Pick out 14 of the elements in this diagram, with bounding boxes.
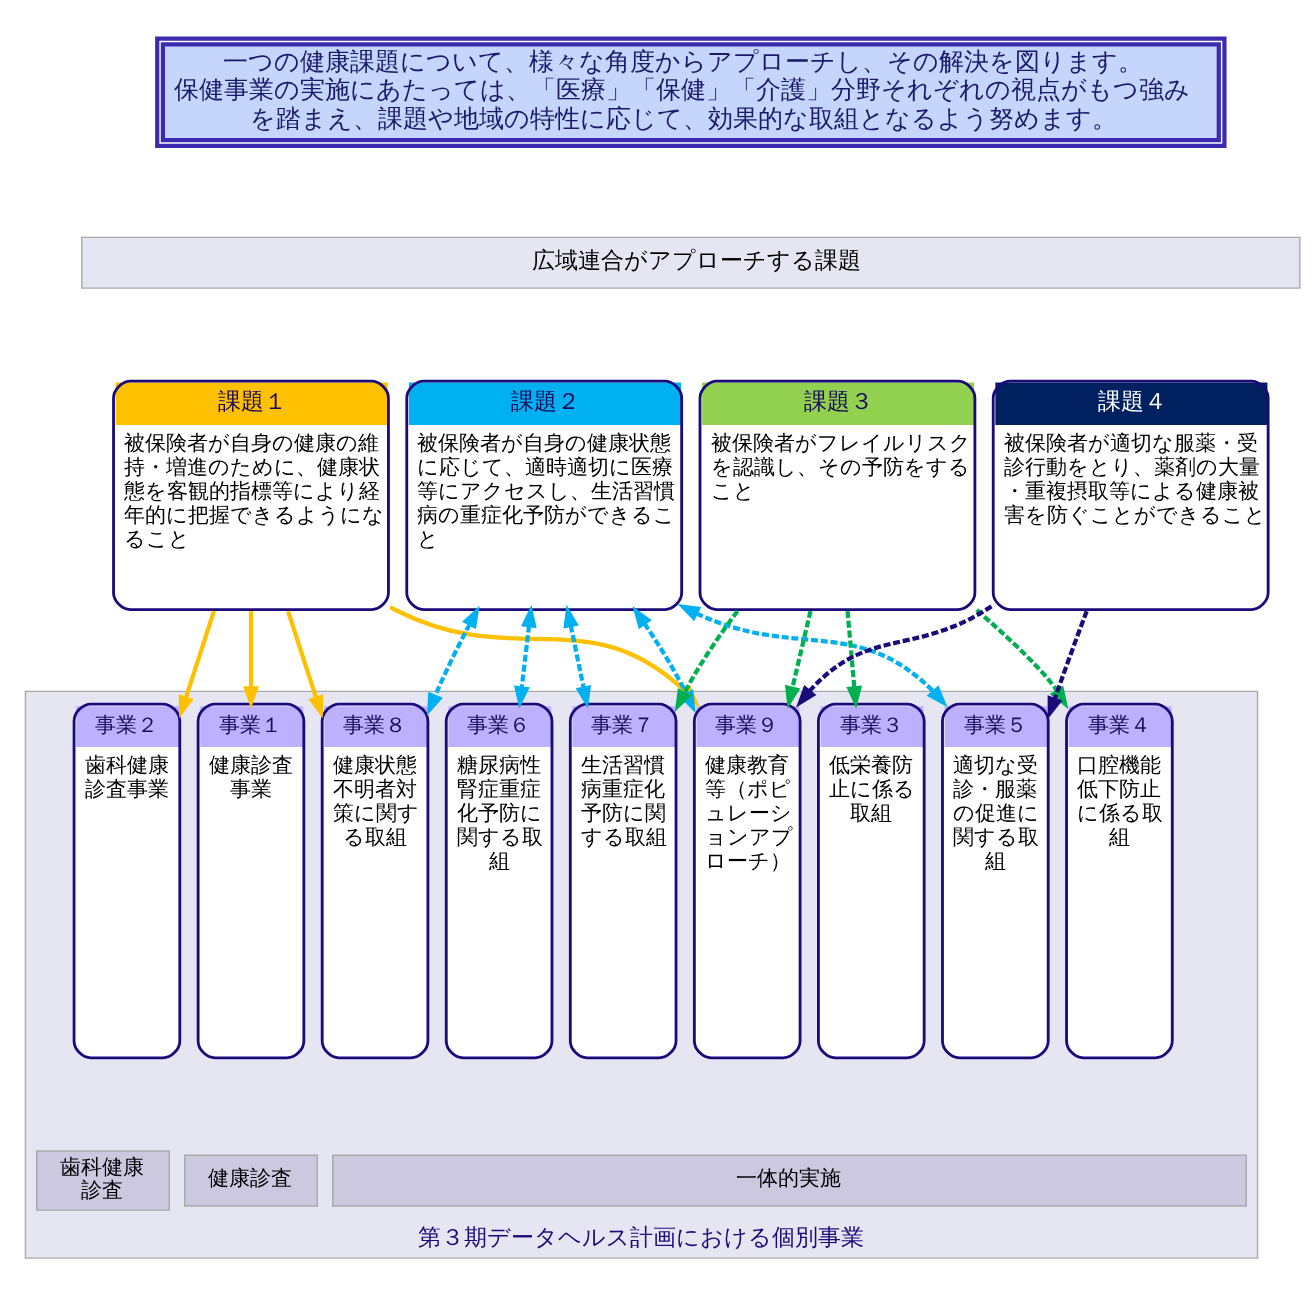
node-box: 一つの健康課題について、様々な角度からアプローチし、その解決を図ります。 保健事業の実施にあたっては、「医療」「保健」「介護」分野それぞれの視点がもつ強みを踏まえ、課題や地域の特性に応じて、効果的な取組となるよう努めます。 [155, 36, 1227, 148]
node-box: 歯科健康診査 [36, 1149, 170, 1211]
arrow [426, 605, 480, 716]
arrow [563, 604, 592, 709]
arrow [243, 610, 259, 709]
arrow [514, 604, 537, 709]
node-box: 健康診査 [184, 1153, 318, 1207]
arrow [845, 610, 863, 709]
arrow [796, 604, 993, 708]
arrow [785, 610, 813, 709]
node-box: 広域連合がアプローチする課題 [81, 236, 1301, 289]
arrow [286, 609, 324, 718]
arrow [178, 609, 216, 718]
node-box: 一体的実施 [332, 1153, 1247, 1207]
